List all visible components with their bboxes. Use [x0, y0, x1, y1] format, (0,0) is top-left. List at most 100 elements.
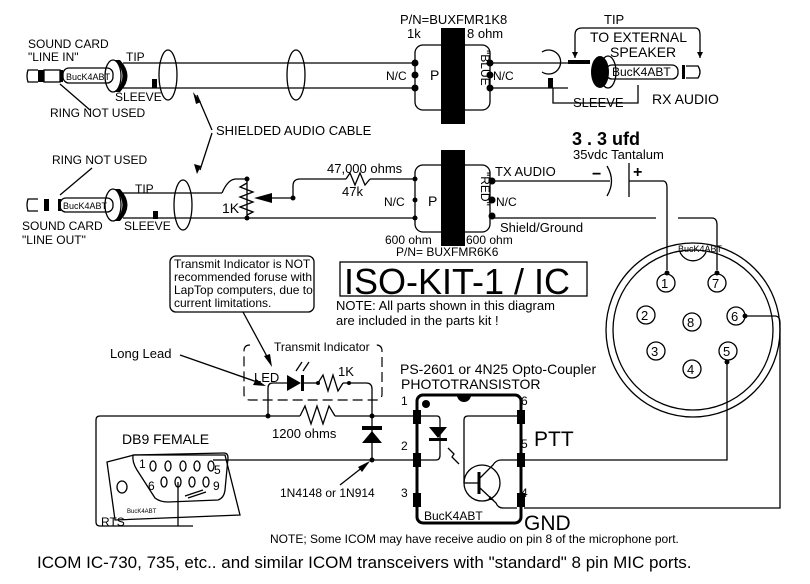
- line-out-label-1: SOUND CARD: [22, 219, 103, 233]
- warning-line-2: recommended foruse with: [174, 270, 312, 284]
- collector-wire: [479, 459, 517, 479]
- shield-symbol: [286, 49, 306, 101]
- speaker-sleeve-label: SLEEVE: [573, 95, 624, 110]
- transformer-core: [441, 150, 465, 246]
- mic-pin-7: 7: [707, 273, 727, 293]
- plug-tip-shape: [26, 69, 38, 83]
- terminal: [412, 176, 418, 182]
- db9-hatch: [187, 491, 207, 499]
- db9-pin: [179, 460, 187, 472]
- plug-sleeve-band: [60, 70, 63, 82]
- pin-label: 5: [723, 344, 730, 359]
- tx-audio-label: TX AUDIO: [495, 164, 556, 179]
- plug-tip-shape: [686, 65, 701, 79]
- rts-circuit: 1200 ohms 1N4148 or 1N914: [95, 400, 420, 527]
- junction: [664, 270, 670, 276]
- pin-label: 3: [651, 344, 658, 359]
- emitter-arrow-icon: [488, 496, 494, 500]
- transistor-base-wire: [463, 415, 517, 483]
- long-lead-label: Long Lead: [110, 346, 171, 361]
- opto-pin: [517, 493, 525, 507]
- red-name: "RED": [478, 172, 492, 206]
- terminal: [411, 59, 419, 67]
- plug-collar: [599, 55, 617, 89]
- resistor-1200-label: 1200 ohms: [272, 426, 337, 441]
- blue-nc-left: N/C: [386, 69, 407, 83]
- plug-band: [682, 65, 685, 79]
- shield-symbol: [173, 179, 193, 231]
- pin-label: 2: [641, 308, 648, 323]
- title-block: ISO-KIT-1 / IC NOTE: All parts shown in …: [336, 261, 588, 328]
- opto-pin: [413, 410, 421, 424]
- rts-label: RTS: [101, 515, 125, 529]
- shield-symbol: [541, 49, 562, 75]
- db9-hatch: [184, 489, 204, 497]
- diode-bar: [362, 426, 382, 430]
- capacitor-plus: +: [633, 164, 642, 181]
- speaker-jack: BucK4ABT TIP TO EXTERNAL SPEAKER SLEEVE …: [490, 12, 719, 110]
- db9-pin: [149, 460, 157, 472]
- plug-ring-band: [38, 70, 44, 82]
- pin-label: 1: [661, 276, 668, 291]
- opto-pin4-label: 4: [521, 486, 528, 500]
- plug-body: [62, 67, 114, 84]
- blue-secondary-impedance: 8 ohm: [467, 26, 503, 41]
- junction: [244, 215, 250, 221]
- tip-bracket: [574, 27, 701, 58]
- db9-top-pins: [149, 460, 215, 472]
- bottom-shielded-cable: [123, 176, 415, 231]
- db9-pin9-label: 9: [213, 479, 220, 493]
- pointer-line: [242, 311, 271, 363]
- line-in-sleeve-label: SLEEVE: [115, 90, 162, 104]
- shielded-cable-label: SHIELDED AUDIO CABLE: [216, 123, 372, 138]
- db9-pin: [160, 476, 168, 488]
- warning-line-1: Transmit Indicator is NOT: [174, 257, 311, 271]
- ptt-wire-pin5: [524, 362, 728, 461]
- resistor-47k-value: 47,000 ohms: [327, 161, 403, 176]
- pot-value: 1K: [222, 200, 240, 216]
- plug-collar-grip: [115, 60, 128, 92]
- line-out-tip-label: TIP: [135, 182, 154, 196]
- wire: [343, 382, 373, 416]
- opto-pin: [517, 410, 525, 424]
- terminal: [488, 196, 496, 204]
- terminal: [411, 71, 419, 79]
- maker-tag: BucK4ABT: [66, 72, 111, 82]
- wire: [292, 178, 346, 198]
- line-in-ring-label: RING NOT USED: [50, 106, 145, 120]
- resistor-47k-short: 47k: [342, 184, 363, 199]
- db9-screw-hole: [116, 480, 128, 494]
- line-in-label-2: "LINE IN": [28, 50, 79, 64]
- db9-pin1-label: 1: [139, 457, 146, 471]
- connector-outer-ring: [605, 242, 781, 418]
- connector-key: [679, 251, 707, 262]
- indicator-box-title: Transmit Indicator: [274, 340, 370, 354]
- shield-ground-label: Shield/Ground: [500, 220, 583, 235]
- wire: [267, 382, 287, 400]
- line-out-ring-label: RING NOT USED: [52, 153, 147, 167]
- opto-pin6-label: 6: [521, 394, 528, 408]
- pot-top-wire: [221, 178, 248, 217]
- opto-pin: [413, 453, 421, 467]
- db9-bottom-pins: [160, 476, 210, 488]
- transmit-warning-callout: Transmit Indicator is NOT recommended fo…: [169, 255, 315, 367]
- ring-pointer: [59, 167, 93, 196]
- opto-pin: [517, 453, 525, 467]
- led-label: LED: [254, 370, 279, 385]
- red-secondary-impedance: 600 ohm: [466, 233, 513, 247]
- speaker-tip-label: TIP: [604, 12, 624, 27]
- junction: [244, 176, 250, 182]
- plug-barrel: [43, 69, 61, 83]
- blue-name: "BLUE": [478, 50, 492, 90]
- blue-part-number: P/N=BUXFMR1K8: [400, 12, 507, 27]
- junction: [714, 270, 720, 276]
- line-in-tip-label: TIP: [126, 50, 145, 64]
- plug-tip-shape: [26, 198, 38, 212]
- kit-title: ISO-KIT-1 / IC: [344, 261, 570, 302]
- title-box: [339, 261, 588, 297]
- db9-pin: [164, 460, 172, 472]
- light-ray: [295, 361, 303, 372]
- ptt-label: PTT: [534, 428, 574, 451]
- terminal: [486, 71, 494, 79]
